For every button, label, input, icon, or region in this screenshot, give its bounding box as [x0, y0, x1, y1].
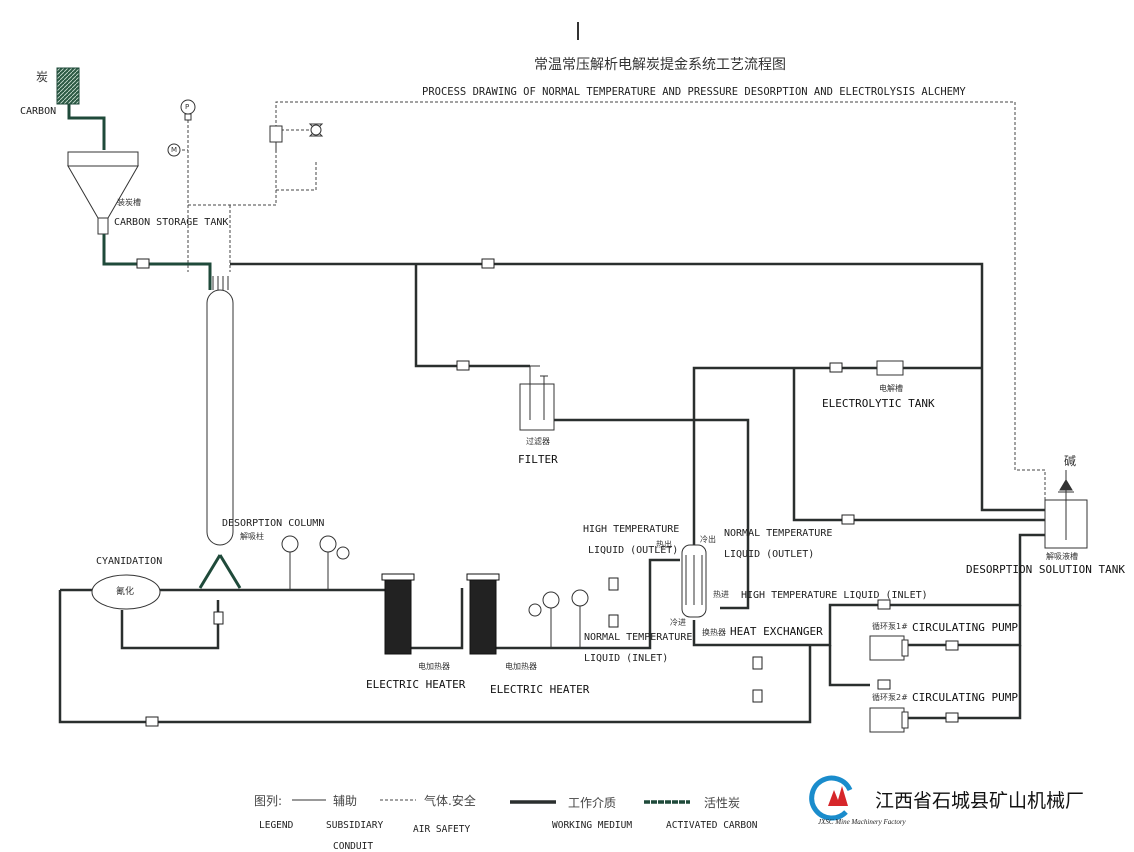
cold-out-zh-label: 冷出 [700, 535, 716, 544]
filter-zh-label: 过滤器 [526, 437, 550, 446]
gas-motor-valve-icon [308, 123, 324, 137]
carbon-storage-tank [67, 151, 139, 235]
circ-pump-2-label: CIRCULATING PUMP [912, 691, 1018, 704]
legend-activated-carbon-en: ACTIVATED CARBON [666, 820, 758, 831]
carbon-zh-label: 炭 [36, 70, 49, 84]
cyanidation-label: CYANIDATION [96, 556, 163, 567]
company-logo [809, 775, 853, 821]
air-safety-lines [177, 101, 1046, 500]
legend-title-en: LEGEND [259, 820, 294, 831]
cyanidation-zh-label: 氰化 [116, 587, 135, 597]
desorption-column-zh-label: 解吸柱 [240, 532, 264, 541]
carbon-feed-box [56, 67, 80, 105]
high-temp-outlet-label-2: LIQUID (OUTLET) [588, 545, 679, 556]
carbon-line-storage-out [102, 234, 212, 290]
storage-tank-zh-label: 装炭槽 [117, 198, 141, 207]
normal-temp-outlet-label-1: NORMAL TEMPERATURE [724, 528, 833, 539]
alkali-zh-label: 碱 [1064, 454, 1077, 468]
legend-air-safety-zh: 气体.安全 [424, 794, 476, 808]
filter-vessel [519, 365, 555, 431]
electric-heater-1 [381, 573, 415, 655]
legend-subsidiary-zh: 辅助 [333, 794, 358, 808]
heat-exchanger-label: HEAT EXCHANGER [730, 625, 823, 638]
electric-heater-2-label: ELECTRIC HEATER [490, 683, 590, 696]
circ-pump-2-zh-label: 循环泵2# [872, 693, 908, 702]
gas-pressure-gauge [180, 99, 196, 121]
gas-motor-icon [167, 143, 181, 157]
desorption-solution-tank-zh-label: 解吸液槽 [1046, 552, 1078, 561]
storage-tank-label: CARBON STORAGE TANK [114, 217, 229, 228]
gas-pressure-gauge-text: P [185, 103, 190, 111]
circ-pump-1-label: CIRCULATING PUMP [912, 621, 1018, 634]
electric-heater-1-zh-label: 电加热器 [418, 662, 450, 671]
high-temp-inlet-label: HIGH TEMPERATURE LIQUID (INLET) [741, 590, 928, 601]
desorption-solution-tank [1044, 470, 1088, 549]
high-temp-outlet-label-1: HIGH TEMPERATURE [583, 524, 680, 535]
legend-activated-carbon-zh: 活性炭 [704, 796, 741, 810]
company-name-en: JXSC Mine Machinery Factory [818, 818, 906, 826]
circ-pump-1-zh-label: 循环泵1# [872, 622, 908, 631]
header-tick [577, 22, 579, 40]
legend-working-medium-zh: 工作介质 [568, 796, 617, 810]
electric-heater-1-label: ELECTRIC HEATER [366, 678, 466, 691]
cyanidation-vessel [91, 574, 161, 610]
pressure-gauges [281, 535, 589, 648]
electric-heater-2 [466, 573, 500, 655]
electrolytic-tank-zh-label: 电解槽 [879, 384, 903, 393]
company-name-zh: 江西省石城县矿山机械厂 [875, 790, 1085, 812]
normal-temp-inlet-label-2: LIQUID (INLET) [584, 653, 669, 664]
desorption-solution-tank-label: DESORPTION SOLUTION TANK [966, 563, 1125, 576]
legend-air-safety-en: AIR SAFETY [413, 824, 471, 835]
cold-in-zh-label: 冷进 [670, 618, 686, 627]
heat-exchanger-zh-label: 换热器 [702, 628, 726, 637]
desorption-column-label: DESORPTION COLUMN [222, 518, 325, 529]
hot-in-zh-label: 热进 [713, 590, 729, 599]
desorption-column [198, 276, 242, 589]
valves [136, 258, 959, 727]
electric-heater-2-zh-label: 电加热器 [505, 662, 537, 671]
legend-subsidiary-en-1: SUBSIDIARY [326, 820, 384, 831]
page-title-zh: 常温常压解析电解炭提金系统工艺流程图 [534, 57, 786, 73]
gas-valve-icon [269, 125, 283, 152]
legend-swatches [292, 799, 690, 804]
legend-subsidiary-en-2: CONDUIT [333, 841, 374, 852]
gas-motor-text: M [171, 146, 178, 154]
legend-working-medium-en: WORKING MEDIUM [552, 820, 633, 831]
carbon-line-feed [67, 104, 106, 150]
legend-title-zh: 图列: [254, 794, 283, 808]
heat-exchanger-shape [681, 544, 707, 618]
electrolytic-tank-label: ELECTROLYTIC TANK [822, 397, 935, 410]
electrolytic-tank-shape [876, 360, 904, 376]
circulating-pump-1 [869, 635, 909, 661]
page-title-en: PROCESS DRAWING OF NORMAL TEMPERATURE AN… [422, 86, 966, 98]
filter-label: FILTER [518, 453, 558, 466]
carbon-label: CARBON [20, 106, 57, 117]
hot-out-zh-label: 热出 [656, 540, 672, 549]
circulating-pump-2 [869, 707, 909, 733]
normal-temp-inlet-label-1: NORMAL TEMPERATURE [584, 632, 693, 643]
normal-temp-outlet-label-2: LIQUID (OUTLET) [724, 549, 815, 560]
